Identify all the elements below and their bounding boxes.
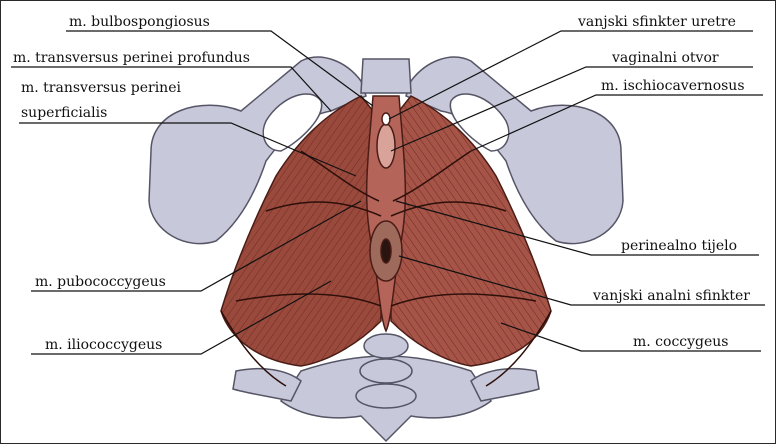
coccyx-vertebra (364, 334, 408, 358)
label-vaginalni-otvor: vaginalni otvor (612, 50, 719, 66)
label-vanjski-analni-sfinkter: vanjski analni sfinkter (593, 288, 750, 304)
coccyx-vertebra (360, 359, 412, 383)
pubic-symphysis (361, 59, 411, 93)
label-transversus-perinei-superficialis-line2: superficialis (21, 105, 107, 121)
label-pubococcygeus: m. pubococcygeus (35, 274, 166, 290)
coccyx-left (233, 369, 301, 401)
coccyx-vertebra (356, 384, 416, 408)
vaginal-orifice (377, 124, 395, 168)
label-ischiocavernosus: m. ischiocavernosus (601, 78, 745, 94)
label-transversus-perinei-profundus: m. transversus perinei profundus (13, 50, 250, 66)
label-iliococcygeus: m. iliococcygeus (45, 337, 162, 353)
label-coccygeus: m. coccygeus (633, 334, 728, 350)
label-bulbospongiosus: m. bulbospongiosus (69, 14, 210, 30)
urethra (382, 113, 390, 125)
label-transversus-perinei-superficialis-line1: m. transversus perinei (21, 80, 181, 96)
label-vanjski-sfinkter-uretre: vanjski sfinkter uretre (578, 14, 736, 30)
anus (381, 239, 391, 263)
label-perinealno-tijelo: perinealno tijelo (621, 238, 737, 254)
coccyx-right (471, 369, 539, 401)
